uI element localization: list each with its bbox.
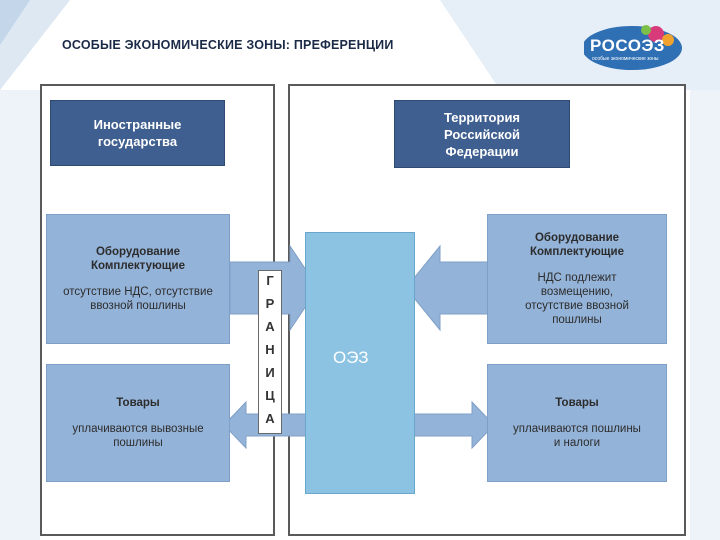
left-goods-box: Товары уплачиваются вывозные пошлины: [46, 364, 230, 482]
border-letter: Г: [266, 273, 274, 288]
right-goods-note: уплачиваются пошлины и налоги: [513, 423, 641, 449]
arrow-import-right: [405, 244, 491, 332]
logo-subtitle: особые экономические зоны: [592, 56, 659, 62]
left-goods-heading: Товары: [116, 397, 160, 409]
border-letter: Р: [265, 296, 275, 311]
left-equipment-heading: Оборудование Комплектующие: [91, 246, 185, 272]
left-goods-note: уплачиваются вывозные пошлины: [72, 423, 204, 449]
foreign-states-label: Иностранные государства: [93, 117, 182, 149]
right-equipment-box: Оборудование Комплектующие НДС подлежит …: [487, 214, 667, 344]
oez-label: ОЭЗ: [333, 348, 369, 367]
russia-territory-box: Территория Российской Федерации: [394, 100, 570, 168]
border-letter: Н: [265, 342, 275, 357]
border-letter: А: [265, 319, 275, 334]
right-goods-heading: Товары: [555, 397, 599, 409]
border-letter: Ц: [265, 388, 275, 403]
border-letter: И: [265, 365, 275, 380]
left-equipment-note: отсутствие НДС, отсутствие ввозной пошли…: [63, 286, 213, 312]
foreign-states-box: Иностранные государства: [50, 100, 225, 166]
rosoez-logo: РОСОЭЗ особые экономические зоны: [582, 22, 694, 72]
logo-mark: [582, 25, 682, 70]
slide-title: ОСОБЫЕ ЭКОНОМИЧЕСКИЕ ЗОНЫ: ПРЕФЕРЕНЦИИ: [62, 38, 394, 52]
russia-territory-label: Территория Российской Федерации: [443, 109, 521, 159]
right-equipment-heading: Оборудование Комплектующие: [530, 232, 624, 258]
border-column: [258, 270, 282, 434]
oez-block: [305, 232, 415, 494]
left-equipment-box: Оборудование Комплектующие отсутствие НД…: [46, 214, 230, 344]
logo-name: РОСОЭЗ: [590, 36, 665, 55]
right-goods-box: Товары уплачиваются пошлины и налоги: [487, 364, 667, 482]
right-equipment-note: НДС подлежит возмещению, отсутствие ввоз…: [525, 272, 629, 326]
border-letter: А: [265, 411, 275, 426]
